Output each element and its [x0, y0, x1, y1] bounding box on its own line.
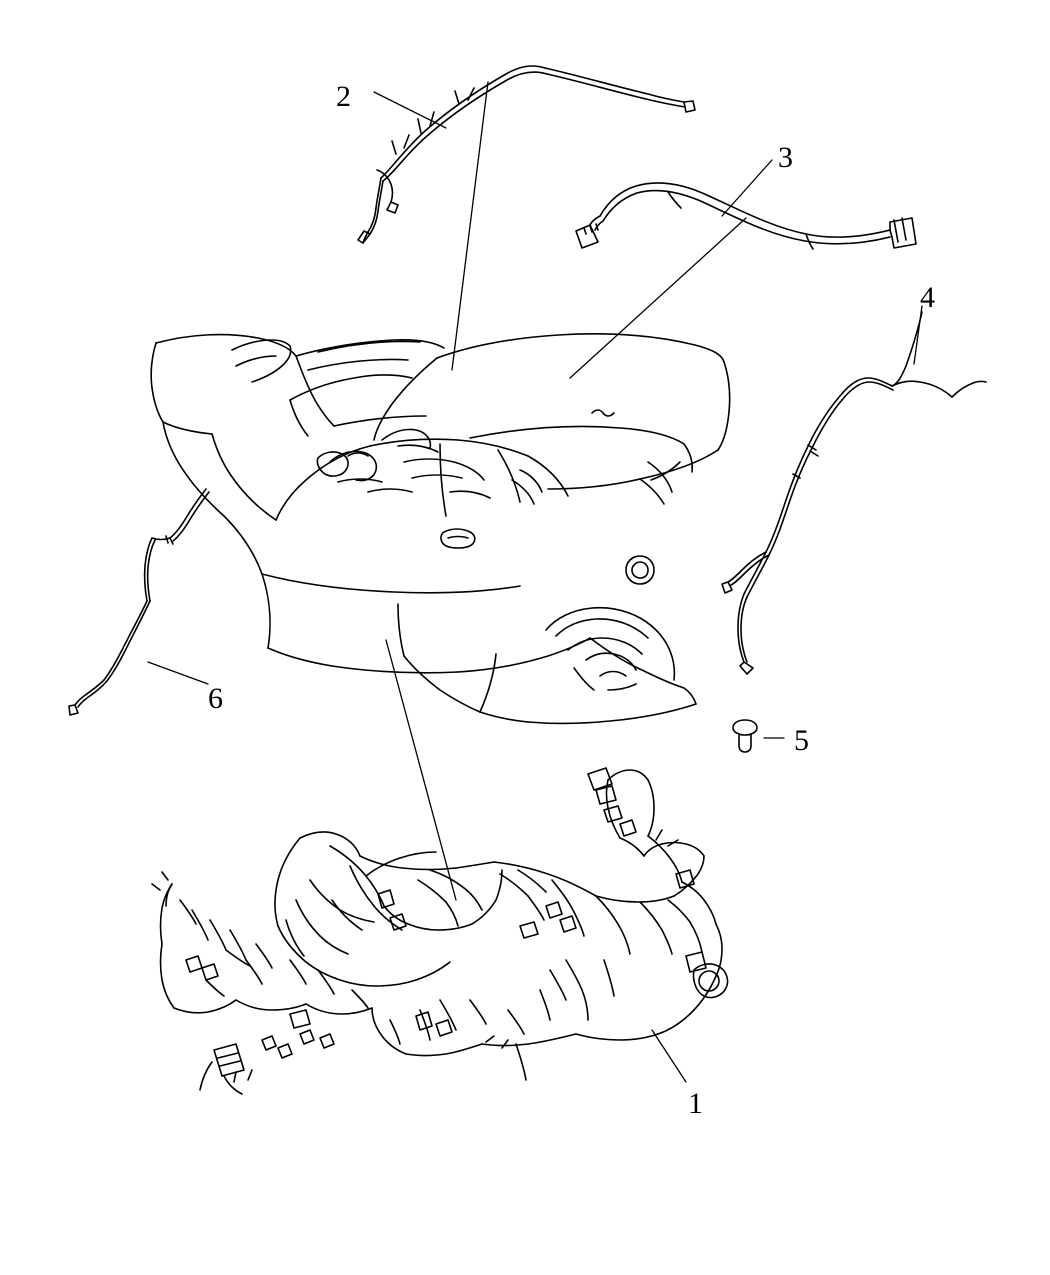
leader-rear-to-car — [569, 217, 747, 379]
vehicle-body-outline — [150, 333, 731, 725]
leader-2 — [373, 91, 447, 129]
part-2-roof-harness — [357, 65, 696, 244]
leader-lines — [147, 81, 923, 1083]
leader-roof-to-car — [451, 81, 489, 371]
leader-4 — [913, 305, 923, 365]
callout-label-4: 4 — [920, 281, 935, 314]
callout-label-6: 6 — [208, 682, 223, 715]
leader-body-harness-to-car — [385, 639, 457, 901]
callout-label-2: 2 — [336, 80, 351, 113]
part-4-right-jumper-harness — [721, 311, 987, 675]
callout-label-1: 1 — [688, 1087, 703, 1120]
leader-6 — [147, 661, 209, 685]
callout-label-5: 5 — [794, 724, 809, 757]
part-1-body-harness — [151, 767, 729, 1095]
part-6-left-jumper-harness — [68, 488, 210, 716]
leader-3 — [721, 159, 773, 217]
callout-label-3: 3 — [778, 141, 793, 174]
part-3-rear-harness — [575, 182, 917, 250]
leader-1 — [651, 1029, 687, 1083]
part-5-grommet — [732, 719, 758, 753]
